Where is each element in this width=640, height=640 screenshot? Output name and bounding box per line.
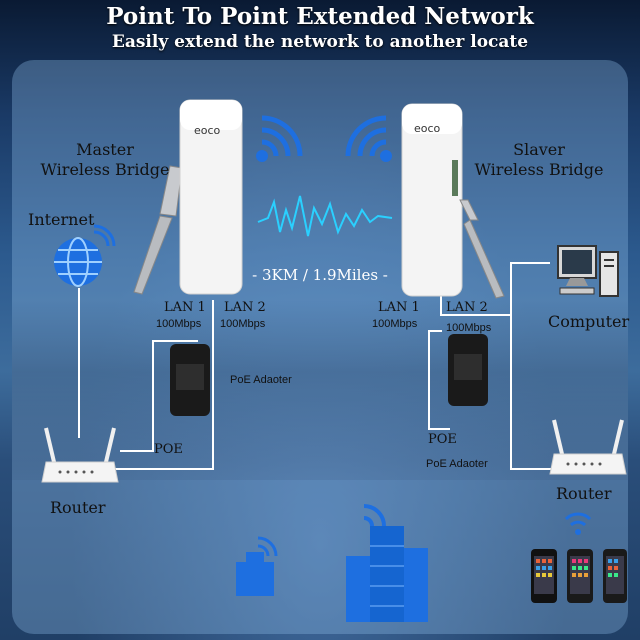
wifi-signal-icon xyxy=(345,115,392,162)
city-skyline-background xyxy=(12,300,628,480)
diagram-panel xyxy=(12,60,628,634)
left-lan2-speed: 100Mbps xyxy=(220,318,266,330)
right-poe-label: POE xyxy=(428,432,457,447)
right-poe-adapter-device xyxy=(448,334,488,406)
right-router-device xyxy=(549,419,627,475)
header: Point To Point Extended Network Easily e… xyxy=(0,0,640,62)
lan1-right-bottom xyxy=(428,428,450,430)
lan1-right-stub xyxy=(428,330,442,332)
computer-right-line xyxy=(510,262,512,470)
right-router-label: Router xyxy=(556,484,612,503)
lan2-left-bottom xyxy=(112,468,214,470)
right-lan2-speed: 100Mbps xyxy=(446,322,492,334)
lan1-left-stub xyxy=(152,340,198,342)
master-label: Master Wireless Bridge xyxy=(40,140,170,180)
right-lan1-speed: 100Mbps xyxy=(372,318,418,330)
lan2-left-line xyxy=(212,300,214,468)
internet-globe-icon xyxy=(54,224,116,287)
lan1-right-line xyxy=(428,330,430,430)
building-wifi-icon xyxy=(346,504,428,622)
master-bridge-device: eoco xyxy=(133,99,243,295)
left-poe-adapter-device xyxy=(170,344,210,416)
slaver-bridge-device: eoco xyxy=(401,103,505,299)
wireless-wave-signal xyxy=(257,195,393,237)
smartphone-icon xyxy=(567,549,593,603)
left-lan2-label: LAN 2 xyxy=(224,300,266,315)
left-lan1-speed: 100Mbps xyxy=(156,318,202,330)
lan1-left-bottom xyxy=(120,450,154,452)
left-router-label: Router xyxy=(50,498,106,517)
internet-to-router-line xyxy=(78,288,80,438)
left-poe-label: POE xyxy=(154,442,183,457)
smartphone-icon xyxy=(531,549,557,603)
diagram-subtitle: Easily extend the network to another loc… xyxy=(111,32,529,52)
lan2-right-line xyxy=(440,296,442,314)
lan2-right-horizontal xyxy=(440,314,510,316)
slaver-label-line1: Slaver xyxy=(513,140,565,159)
right-lan1-label: LAN 1 xyxy=(378,300,420,315)
diagram-title: Point To Point Extended Network xyxy=(106,3,534,30)
master-label-line1: Master xyxy=(76,140,134,159)
router-right-stub xyxy=(510,468,554,470)
left-poe-adapter-label: PoE Adaoter xyxy=(230,374,292,386)
left-lan1-label: LAN 1 xyxy=(164,300,206,315)
computer-label: Computer xyxy=(548,312,630,331)
right-lan2-label: LAN 2 xyxy=(446,300,488,315)
internet-label: Internet xyxy=(28,210,95,229)
left-router-device xyxy=(41,427,119,483)
distance-label: - 3KM / 1.9Miles - xyxy=(252,266,388,284)
master-brand-logo: eoco xyxy=(194,124,221,137)
right-poe-adapter-label: PoE Adaoter xyxy=(426,458,488,470)
computer-icon xyxy=(557,245,619,297)
slaver-label-line2: Wireless Bridge xyxy=(474,160,604,179)
wifi-signal-icon xyxy=(564,512,592,535)
building-wifi-icon xyxy=(236,536,278,596)
slaver-label: Slaver Wireless Bridge xyxy=(474,140,604,180)
computer-stub xyxy=(510,262,550,264)
smartphone-icon xyxy=(603,549,627,603)
slaver-brand-logo: eoco xyxy=(414,122,441,135)
master-label-line2: Wireless Bridge xyxy=(40,160,170,179)
wifi-signal-icon xyxy=(256,115,303,162)
lan1-left-line xyxy=(152,340,154,450)
